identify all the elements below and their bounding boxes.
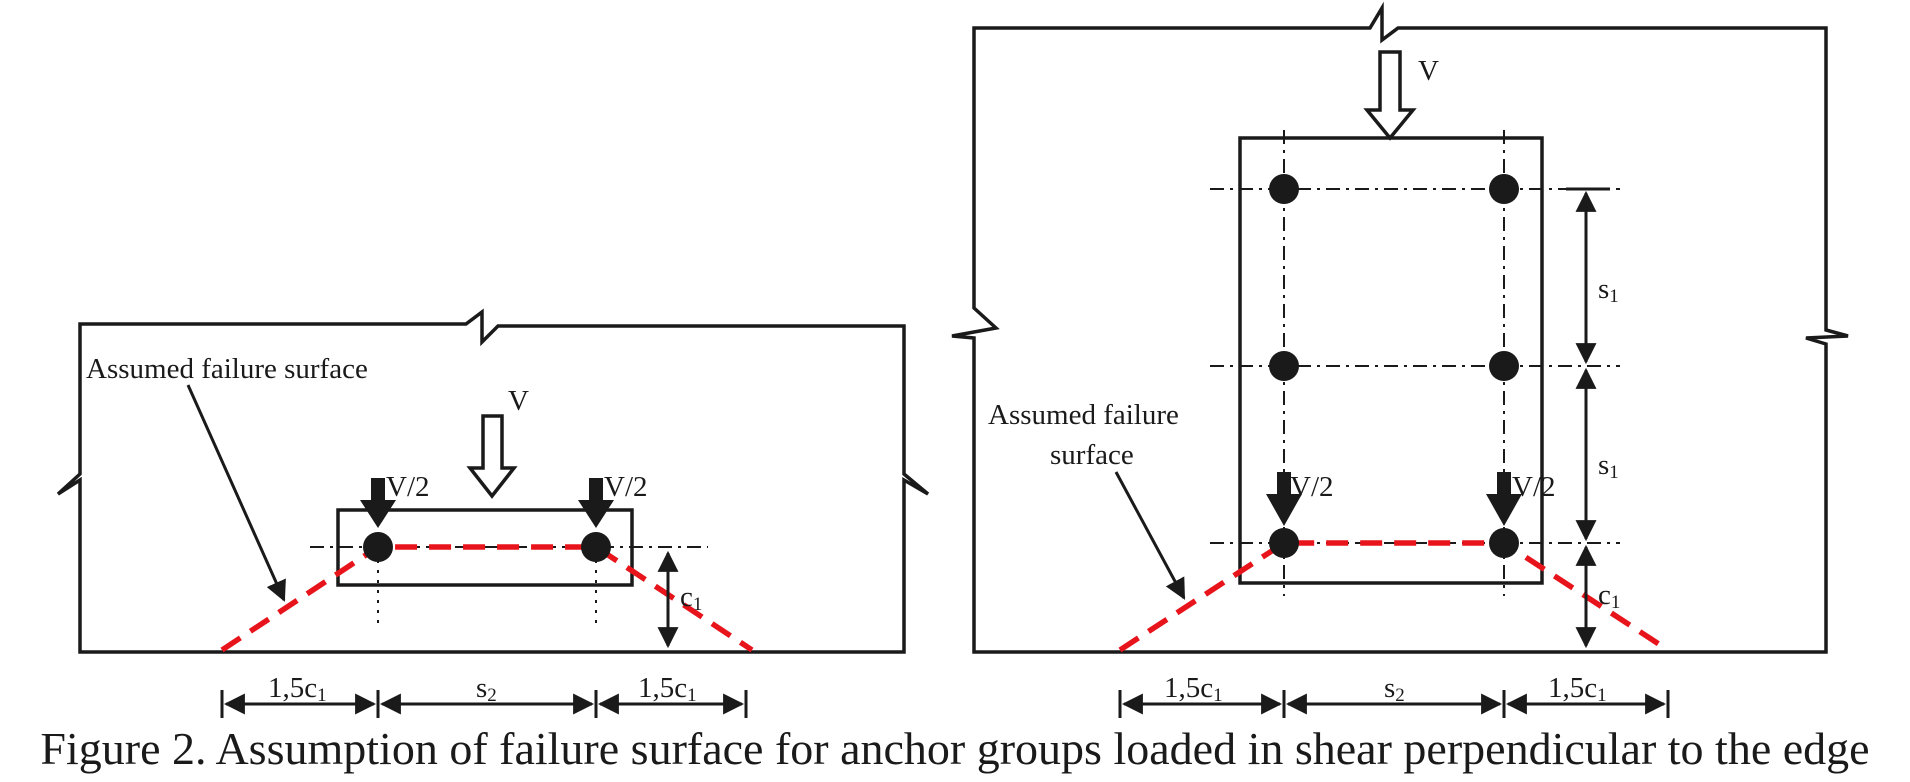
left-failure-surface: [220, 544, 754, 653]
right-anchor-3: [1269, 351, 1299, 381]
right-failure-label-line2: surface: [1050, 439, 1134, 471]
left-dim-label-1: 1,5c1: [268, 672, 327, 706]
left-concrete-outline: [56, 308, 930, 654]
left-dim-label-2: s2: [476, 672, 497, 706]
figure-caption: Figure 2. Assumption of failure surface …: [40, 723, 1870, 774]
left-half-load-arrow-1: [360, 478, 396, 528]
left-failure-leader: [186, 384, 286, 602]
right-dim-label-1: 1,5c1: [1164, 672, 1223, 706]
left-anchor-2: [581, 532, 611, 562]
left-half-load-label-2: V/2: [604, 471, 648, 503]
left-half-load-arrow-2: [578, 478, 614, 528]
right-load-arrow: [1363, 50, 1417, 141]
right-dim-label-2: s2: [1384, 672, 1405, 706]
right-half-load-label-1: V/2: [1290, 471, 1334, 503]
right-load-label: V: [1418, 55, 1439, 87]
right-edge-dim-label: c1: [1598, 579, 1620, 613]
left-dim-label-3: 1,5c1: [638, 672, 697, 706]
left-load-label: V: [508, 385, 529, 417]
left-failure-label: Assumed failure surface: [86, 353, 368, 385]
left-half-load-label-1: V/2: [386, 471, 430, 503]
right-anchor-2: [1489, 174, 1519, 204]
right-anchor-1: [1269, 174, 1299, 204]
right-anchor-5: [1269, 528, 1299, 558]
right-concrete-outline: [951, 1, 1849, 654]
right-dim-label-3: 1,5c1: [1548, 672, 1607, 706]
right-spacing-label-1: s1: [1598, 273, 1619, 307]
right-diagram: Assumed failure surface V V/2 V/2 s1 s1 …: [951, 1, 1849, 718]
right-anchor-4: [1489, 351, 1519, 381]
right-half-load-arrow-2: [1486, 472, 1522, 526]
right-failure-label-line1: Assumed failure: [988, 399, 1179, 431]
right-failure-leader: [1114, 471, 1186, 600]
left-diagram: Assumed failure surface V V/2 V/2 c1 1,5…: [56, 308, 930, 718]
left-edge-dim-label: c1: [680, 581, 702, 615]
left-anchor-1: [363, 532, 393, 562]
right-half-load-arrow-1: [1266, 472, 1302, 526]
right-half-load-label-2: V/2: [1512, 471, 1556, 503]
left-load-arrow: [466, 414, 518, 499]
right-anchor-6: [1489, 528, 1519, 558]
right-spacing-label-2: s1: [1598, 449, 1619, 483]
